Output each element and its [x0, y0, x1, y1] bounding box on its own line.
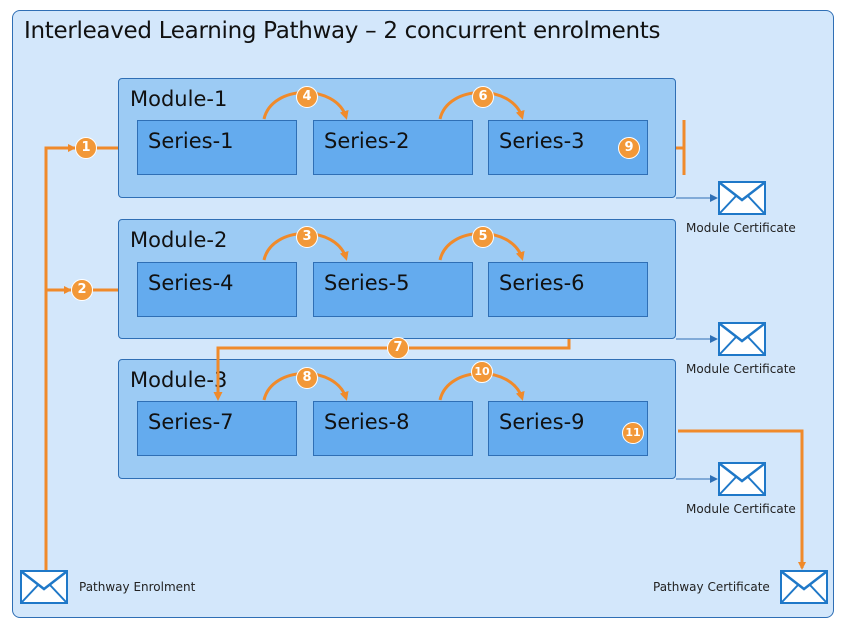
series-1: Series-1 [137, 120, 297, 175]
series-2-label: Series-2 [324, 129, 410, 153]
series-5-label: Series-5 [324, 271, 410, 295]
series-6-label: Series-6 [499, 271, 585, 295]
step-badge-6: 6 [472, 86, 494, 108]
step-badge-10: 10 [471, 361, 493, 383]
step-badge-3: 3 [296, 226, 318, 248]
envelope-icon [20, 570, 68, 604]
module-3-label: Module-3 [130, 368, 228, 392]
series-1-label: Series-1 [148, 129, 234, 153]
series-5: Series-5 [313, 262, 473, 317]
step-badge-7: 7 [387, 337, 409, 359]
envelope-icon [718, 462, 766, 496]
step-badge-8: 8 [296, 367, 318, 389]
step-badge-2: 2 [71, 279, 93, 301]
series-9-label: Series-9 [499, 410, 585, 434]
pathway-enrolment-label: Pathway Enrolment [79, 580, 196, 594]
envelope-icon [718, 181, 766, 215]
series-9: Series-9 [488, 401, 648, 456]
series-7-label: Series-7 [148, 410, 234, 434]
module-2-certificate-label: Module Certificate [686, 362, 796, 376]
series-3-label: Series-3 [499, 129, 585, 153]
series-8-label: Series-8 [324, 410, 410, 434]
series-6: Series-6 [488, 262, 648, 317]
envelope-icon [780, 570, 828, 604]
series-2: Series-2 [313, 120, 473, 175]
series-4: Series-4 [137, 262, 297, 317]
step-badge-9: 9 [618, 137, 640, 159]
pathway-certificate-label: Pathway Certificate [653, 580, 770, 594]
module-3-certificate-label: Module Certificate [686, 502, 796, 516]
diagram-title: Interleaved Learning Pathway – 2 concurr… [24, 18, 661, 44]
module-2-label: Module-2 [130, 228, 228, 252]
step-badge-5: 5 [472, 226, 494, 248]
series-7: Series-7 [137, 401, 297, 456]
series-4-label: Series-4 [148, 271, 234, 295]
envelope-icon [718, 322, 766, 356]
step-badge-11: 11 [622, 422, 644, 444]
series-8: Series-8 [313, 401, 473, 456]
module-1-label: Module-1 [130, 87, 228, 111]
step-badge-1: 1 [75, 137, 97, 159]
module-1-certificate-label: Module Certificate [686, 221, 796, 235]
step-badge-4: 4 [296, 86, 318, 108]
